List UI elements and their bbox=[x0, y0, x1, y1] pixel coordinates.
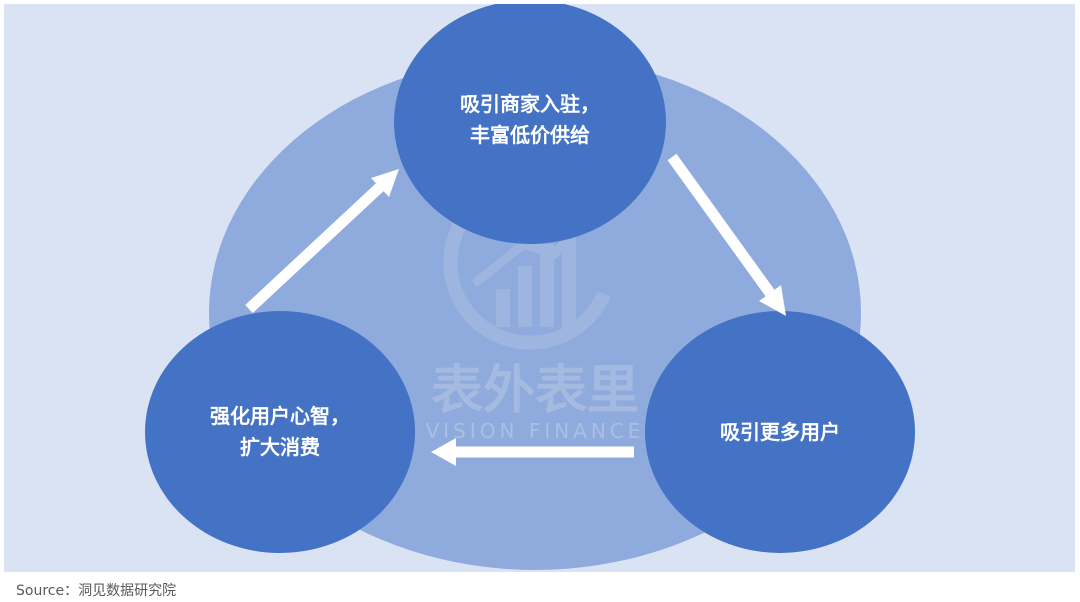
node-left-line2: 扩大消费 bbox=[240, 435, 320, 459]
node-left-label: 强化用户心智， 扩大消费 bbox=[160, 384, 400, 480]
watermark-cn: 表外表里 bbox=[431, 361, 639, 421]
arrow-left-to-top bbox=[245, 169, 399, 314]
cycle-diagram: 表外表里 VISION FINANCE bbox=[145, 4, 915, 570]
node-right bbox=[645, 311, 915, 553]
node-top bbox=[394, 4, 666, 244]
node-top-label: 吸引商家入驻， 丰富低价供给 bbox=[410, 72, 650, 168]
node-right-line1: 吸引更多用户 bbox=[720, 419, 840, 444]
node-left bbox=[145, 311, 415, 553]
watermark-en: VISION FINANCE bbox=[426, 419, 645, 443]
arrow-right-to-left bbox=[431, 438, 634, 466]
node-left-line1: 强化用户心智， bbox=[210, 404, 350, 428]
arrow-top-to-right bbox=[667, 153, 786, 316]
source-caption: Source：洞见数据研究院 bbox=[16, 583, 177, 599]
node-top-line2: 丰富低价供给 bbox=[470, 123, 590, 147]
node-right-label: 吸引更多用户 bbox=[660, 400, 900, 464]
node-top-line1: 吸引商家入驻， bbox=[460, 92, 600, 116]
diagram-panel: 表外表里 VISION FINANCE 吸引商家入驻， 丰富低价供给 吸引更多用… bbox=[4, 4, 1075, 572]
